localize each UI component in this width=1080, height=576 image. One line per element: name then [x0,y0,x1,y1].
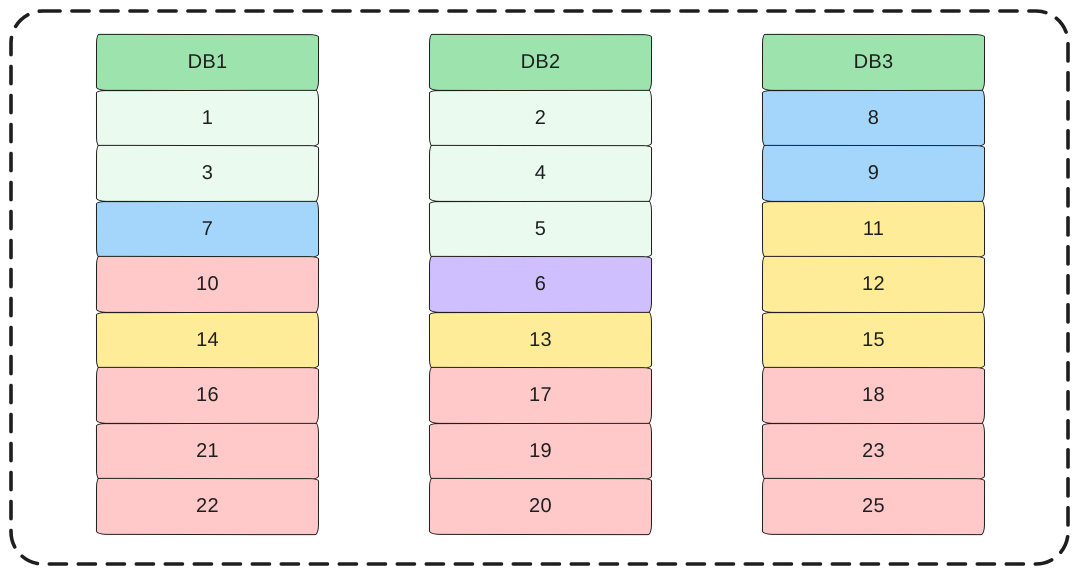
partition-row: 21 [95,422,320,480]
partition-row: 3 [95,144,320,203]
partition-row: 9 [761,144,986,203]
partition-row: 10 [95,255,320,314]
partition-row: 2 [428,89,653,147]
partition-row: 25 [761,477,986,536]
partition-row: 18 [761,366,986,425]
partition-row: 11 [761,200,986,258]
partition-row: 23 [761,422,986,480]
partition-row: 20 [428,477,653,536]
partition-row: 1 [95,89,320,147]
partition-row: 14 [95,311,320,369]
partition-row: 8 [761,89,986,147]
partition-row: 12 [761,255,986,314]
partition-row: 19 [428,422,653,480]
db-column-header: DB2 [428,33,653,92]
partition-row: 7 [95,200,320,258]
partition-row: 16 [95,366,320,425]
db-column-header: DB1 [95,33,320,92]
partition-row: 6 [428,255,653,314]
partition-row: 15 [761,311,986,369]
db-column-header: DB3 [761,33,986,92]
partition-row: 4 [428,144,653,203]
partition-row: 13 [428,311,653,369]
partition-row: 22 [95,477,320,536]
partition-row: 5 [428,200,653,258]
partition-row: 17 [428,366,653,425]
